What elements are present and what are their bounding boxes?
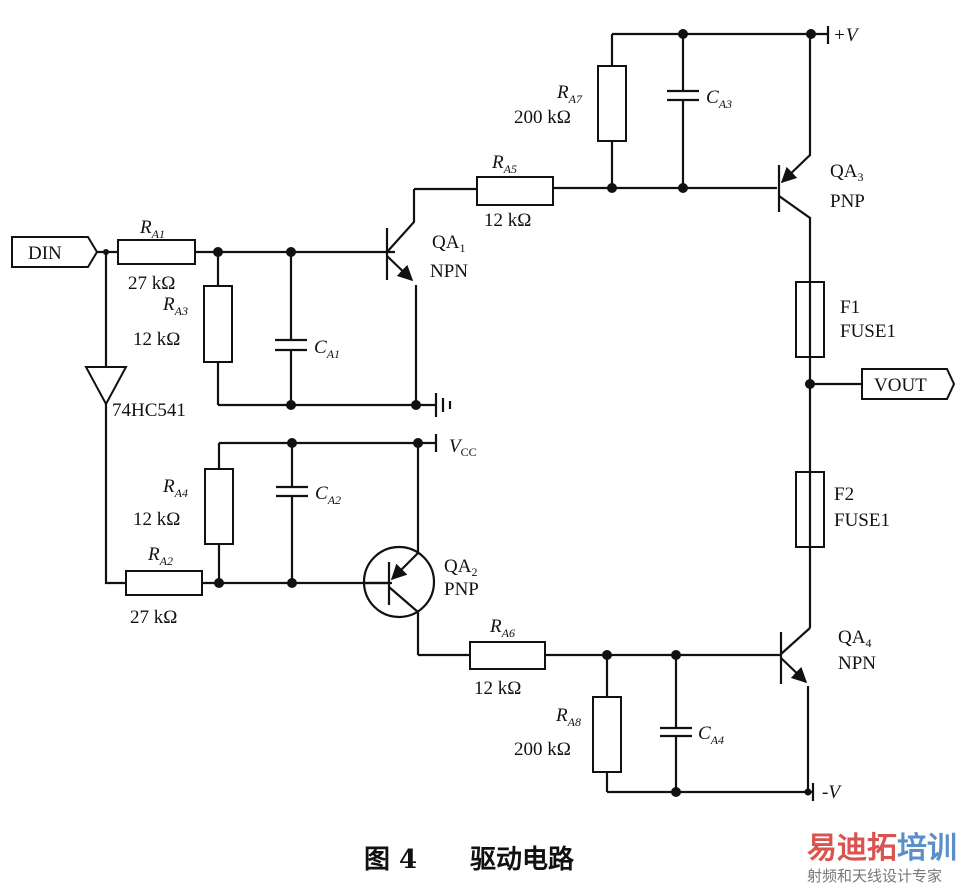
watermark-tagline: 射频和天线设计专家: [807, 867, 942, 885]
f1-type: FUSE1: [840, 321, 896, 342]
transistor-qa4: QA4 NPN: [779, 627, 876, 791]
qa1-label: QA1: [432, 232, 465, 255]
resistor-ra6: RA6 12 kΩ: [469, 616, 546, 699]
ra8-value: 200 kΩ: [514, 739, 571, 760]
ca4-label: CA4: [698, 723, 724, 747]
ra4-label: RA4: [162, 476, 188, 500]
capacitor-ca4: CA4: [660, 655, 724, 792]
ra3-label: RA3: [162, 294, 188, 318]
vcc-label: VCC: [449, 436, 477, 459]
neg-rail: -V: [811, 782, 842, 803]
pos-rail-label: +V: [833, 25, 860, 46]
ra2-value: 27 kΩ: [130, 607, 177, 628]
capacitor-ca3: CA3: [667, 34, 732, 188]
ra5-label: RA5: [491, 152, 517, 176]
resistor-ra2: RA2 27 kΩ: [125, 544, 203, 628]
ca2-label: CA2: [315, 483, 341, 507]
transistor-qa3: QA3 PNP: [777, 34, 865, 282]
resistor-ra1: RA1 27 kΩ: [117, 217, 196, 294]
ra7-value: 200 kΩ: [514, 107, 571, 128]
ra7-label: RA7: [556, 82, 583, 106]
buffer-label: 74HC541: [112, 400, 186, 421]
figure-number: 图 4: [364, 845, 417, 875]
f2-type: FUSE1: [834, 510, 890, 531]
ra4-value: 12 kΩ: [133, 509, 180, 530]
buffer-74hc541: 74HC541: [84, 366, 186, 421]
qa2-label: QA2: [444, 556, 477, 579]
f1-label: F1: [840, 297, 860, 318]
qa1-type: NPN: [430, 261, 468, 282]
qa4-label: QA4: [838, 627, 871, 650]
ra1-label: RA1: [139, 217, 165, 241]
qa3-label: QA3: [830, 161, 863, 184]
capacitor-ca2: CA2: [276, 443, 341, 583]
f2-label: F2: [834, 484, 854, 505]
resistor-ra4: RA4 12 kΩ: [133, 443, 234, 583]
neg-rail-label: -V: [822, 782, 842, 803]
transistor-qa1: QA1 NPN: [385, 189, 468, 405]
resistor-ra7: RA7 200 kΩ: [514, 34, 627, 188]
ra2-label: RA2: [147, 544, 173, 568]
ca3-label: CA3: [706, 87, 732, 111]
fuse-f2: F2 FUSE1: [795, 471, 890, 548]
ra3-value: 12 kΩ: [133, 329, 180, 350]
qa2-type: PNP: [444, 579, 479, 600]
din-port: DIN: [11, 236, 99, 268]
qa3-type: PNP: [830, 191, 865, 212]
din-label: DIN: [28, 243, 62, 264]
ra1-value: 27 kΩ: [128, 273, 175, 294]
transistor-qa2: QA2 PNP: [362, 443, 479, 655]
resistor-ra3: RA3 12 kΩ: [133, 252, 233, 405]
vout-label: VOUT: [874, 375, 927, 396]
figure-caption: 图 4 驱动电路: [364, 844, 575, 875]
capacitor-ca1: CA1: [275, 252, 340, 405]
fuse-f1: F1 FUSE1: [795, 281, 896, 358]
vout-port: VOUT: [861, 368, 956, 400]
ra8-label: RA8: [555, 705, 581, 729]
watermark-brand-2: 培训: [897, 831, 957, 866]
ra6-label: RA6: [489, 616, 515, 640]
resistor-ra5: RA5 12 kΩ: [476, 152, 554, 231]
watermark-brand: 易迪拓: [807, 831, 897, 866]
resistor-ra8: RA8 200 kΩ: [514, 655, 622, 792]
ra6-value: 12 kΩ: [474, 678, 521, 699]
ca1-label: CA1: [314, 337, 340, 361]
watermark-logo: 易迪拓 培训 射频和天线设计专家: [807, 831, 957, 885]
ground-icon: [434, 393, 452, 417]
figure-title: 驱动电路: [470, 844, 575, 875]
qa4-type: NPN: [838, 653, 876, 674]
pos-rail: +V: [826, 25, 860, 46]
ra5-value: 12 kΩ: [484, 210, 531, 231]
vcc-rail: VCC: [434, 434, 477, 459]
